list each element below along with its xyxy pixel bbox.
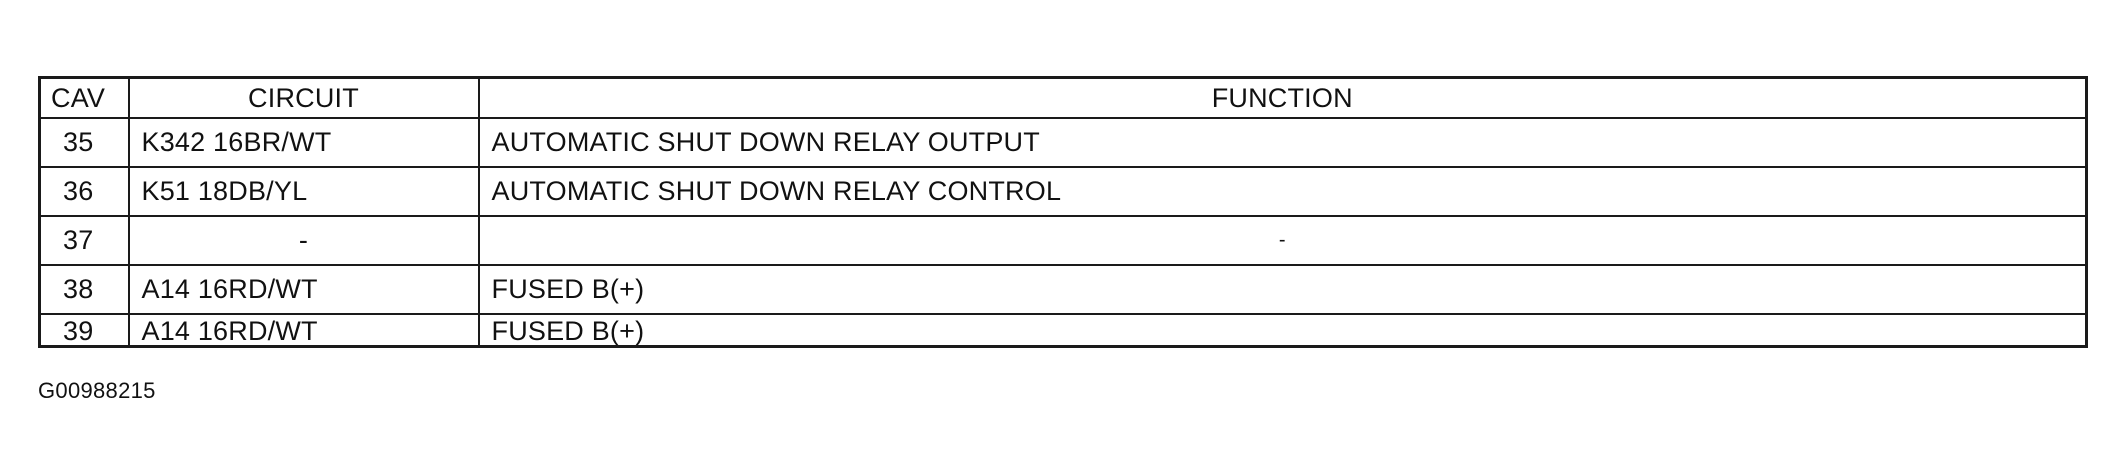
cell-cav: 36 [39, 167, 130, 217]
cell-circuit: K51 18DB/YL [128, 167, 480, 217]
table-row: 35 K342 16BR/WT AUTOMATIC SHUT DOWN RELA… [39, 118, 2087, 168]
cell-circuit: - [128, 216, 480, 266]
table-row: 38 A14 16RD/WT FUSED B(+) [39, 265, 2087, 315]
cell-function: AUTOMATIC SHUT DOWN RELAY OUTPUT [478, 118, 2087, 168]
cell-cav: 39 [39, 314, 130, 347]
cell-cav: 35 [39, 118, 130, 168]
cell-cav: 37 [39, 216, 130, 266]
cell-function: AUTOMATIC SHUT DOWN RELAY CONTROL [478, 167, 2087, 217]
header-function: FUNCTION [478, 77, 2087, 119]
cell-circuit: A14 16RD/WT [128, 314, 480, 347]
table-header-row: CAV CIRCUIT FUNCTION [39, 77, 2087, 119]
cell-cav: 38 [39, 265, 130, 315]
image-id-label: G00988215 [38, 378, 156, 403]
cell-function: FUSED B(+) [491, 316, 645, 346]
table-row: 36 K51 18DB/YL AUTOMATIC SHUT DOWN RELAY… [39, 167, 2087, 217]
table-row: 39 A14 16RD/WT FUSED B(+) [39, 314, 2087, 347]
header-circuit: CIRCUIT [128, 77, 480, 119]
table-row: 37 - - [39, 216, 2087, 266]
connector-pinout-table: CAV CIRCUIT FUNCTION 35 K342 16BR/WT AUT… [38, 76, 2088, 348]
cell-circuit: K342 16BR/WT [128, 118, 480, 168]
cell-circuit: A14 16RD/WT [128, 265, 480, 315]
header-cav: CAV [39, 77, 130, 119]
cell-function: - [478, 216, 2087, 266]
cell-function: FUSED B(+) [478, 265, 2087, 315]
